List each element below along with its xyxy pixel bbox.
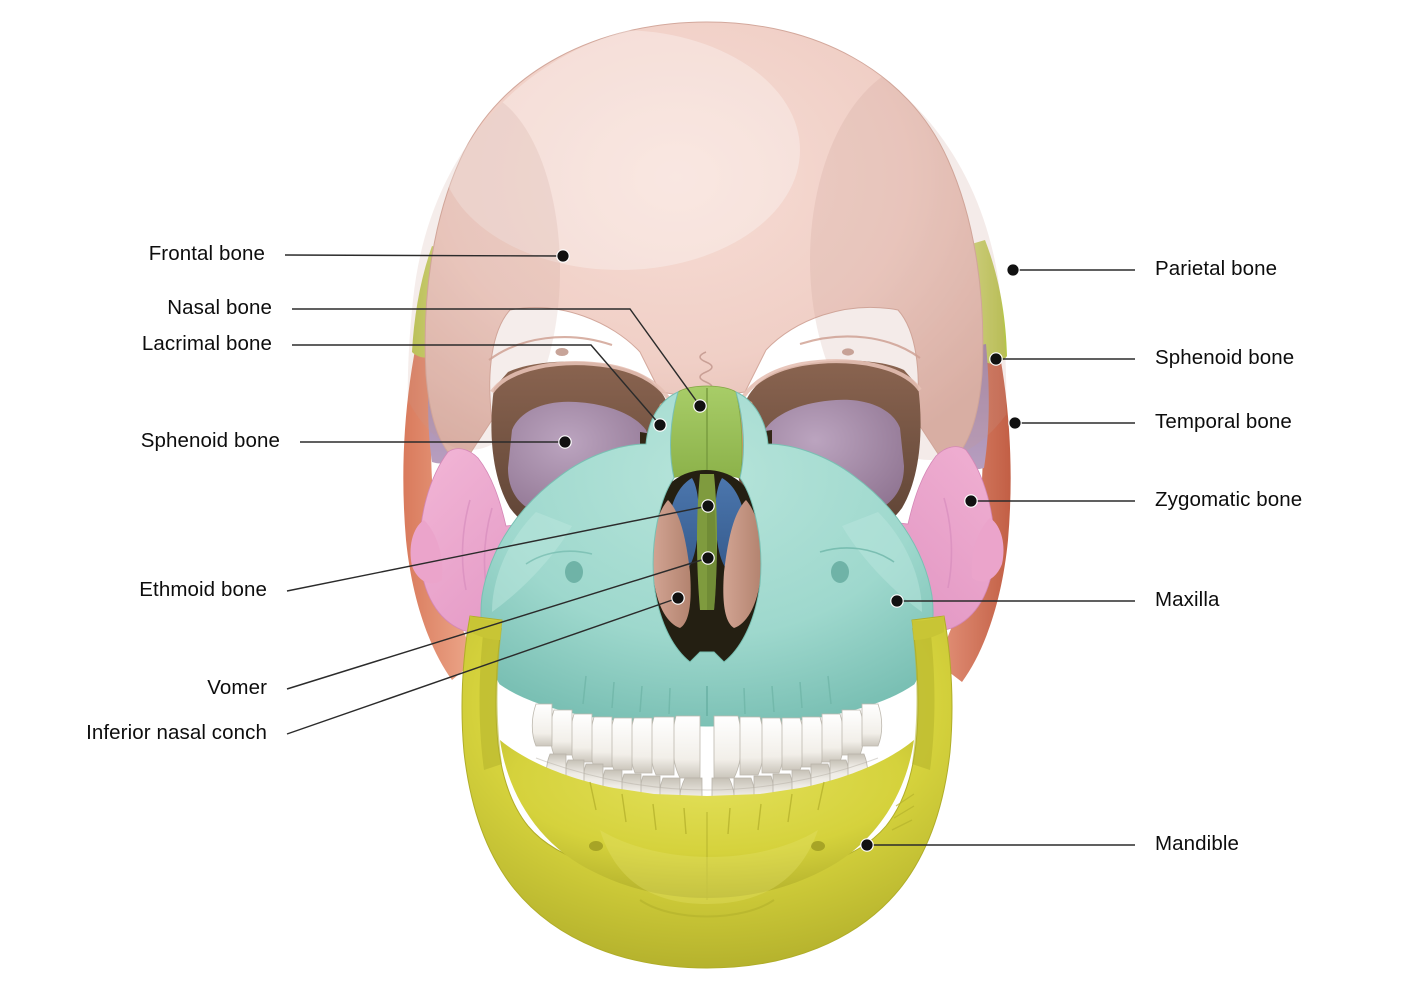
label-inferior-nasal-conch: Inferior nasal conch	[86, 721, 267, 744]
temporal-bone-right-region	[936, 330, 1011, 682]
label-mandible: Mandible	[1155, 832, 1239, 855]
label-ethmoid-bone: Ethmoid bone	[139, 578, 267, 601]
infraorbital-foramen-right	[831, 561, 849, 583]
maxilla-highlight-right	[842, 512, 922, 612]
label-vomer: Vomer	[207, 676, 267, 699]
mental-foramen-right	[811, 841, 825, 851]
mental-foramen-left	[589, 841, 603, 851]
label-frontal-bone: Frontal bone	[148, 242, 265, 265]
orbital-rim-right	[738, 359, 922, 404]
zygomatic-striation-right	[943, 497, 953, 589]
mandible-region	[461, 615, 953, 969]
label-parietal-bone: Parietal bone	[1155, 257, 1278, 280]
mental-protuberance	[639, 899, 775, 918]
label-nasal-bone: Nasal bone	[167, 296, 272, 319]
label-zygomatic-bone: Zygomatic bone	[1155, 488, 1303, 511]
label-sphenoid-bone-left: Sphenoid bone	[140, 429, 280, 452]
supraorbital-foramen-left	[555, 348, 569, 356]
label-temporal-bone: Temporal bone	[1155, 410, 1292, 433]
mandible-alveolar-striations	[589, 781, 825, 835]
infraorbital-foramen-left	[565, 561, 583, 583]
supraorbital-ridge-right	[799, 335, 921, 359]
vomer-shadow	[707, 500, 717, 610]
mandible-ramus-shadow-left	[479, 626, 502, 770]
zygomatic-arch-right	[971, 518, 1004, 582]
mandible-coronoid-right	[912, 616, 944, 640]
label-sphenoid-bone-right: Sphenoid bone	[1155, 346, 1295, 369]
mandible-angle-striations-right	[891, 793, 915, 831]
mandible-highlight	[600, 830, 818, 904]
inferior-nasal-conch-right	[723, 500, 762, 628]
label-lacrimal-bone: Lacrimal bone	[141, 332, 272, 355]
nasal-bone-region	[669, 385, 743, 479]
mandible-ramus-shadow-right	[912, 626, 935, 770]
maxilla-suture-right	[819, 547, 895, 563]
label-maxilla: Maxilla	[1155, 588, 1220, 611]
mandible-group	[461, 615, 953, 969]
occlusal-line	[535, 757, 879, 791]
supraorbital-foramen-right	[842, 348, 854, 356]
